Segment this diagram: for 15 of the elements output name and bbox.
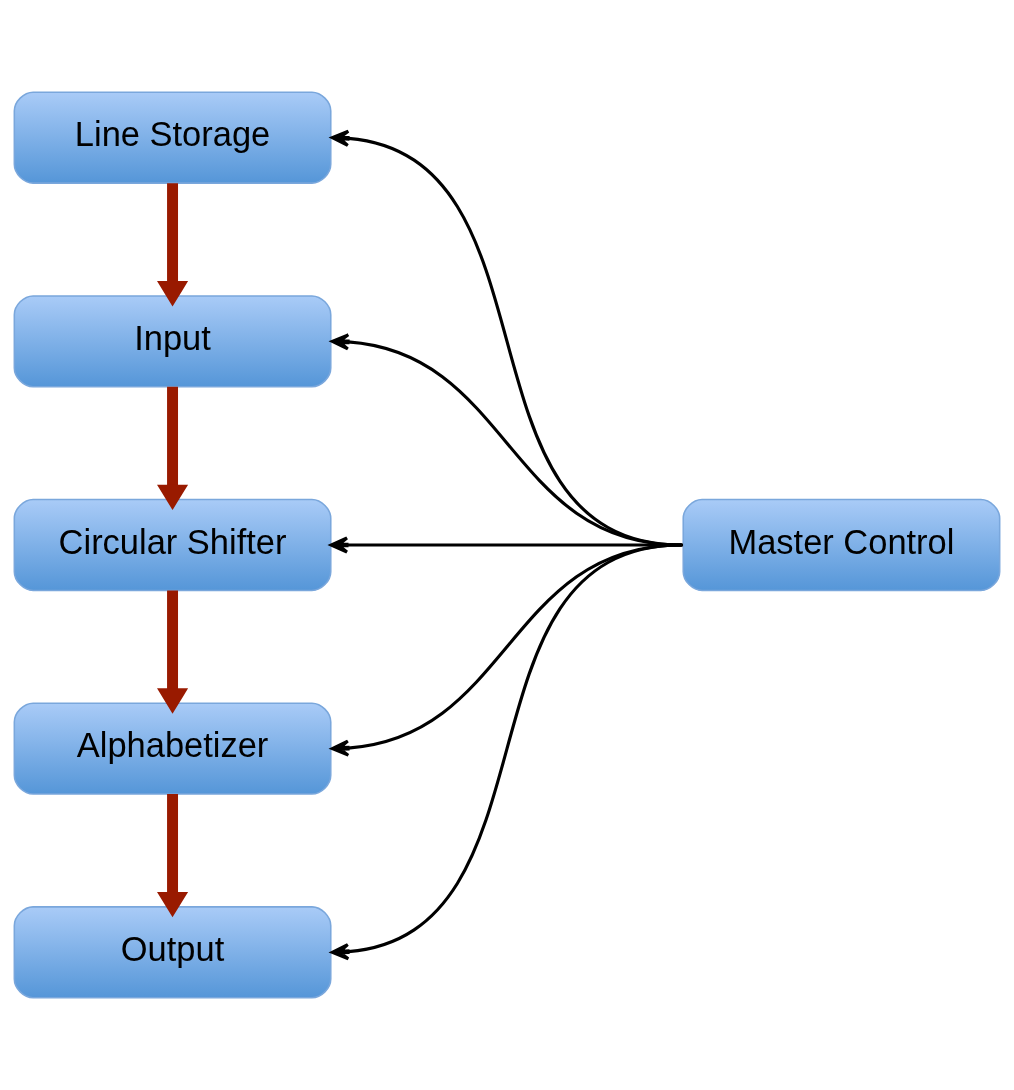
node-box: Master Control [682,498,1001,592]
arrow [330,543,682,961]
arrow [157,794,189,918]
arrow [157,386,189,511]
arrow [330,333,682,547]
arrow [329,536,683,554]
node-box: Alphabetizer [13,702,332,795]
arrow [157,590,189,714]
arrow [157,183,189,307]
node-box: Line Storage [13,91,332,184]
arrow [330,543,682,757]
node-box: Circular Shifter [13,498,332,592]
node-box: Input [13,295,332,388]
node-box: Output [13,906,332,999]
arrow [330,129,682,547]
